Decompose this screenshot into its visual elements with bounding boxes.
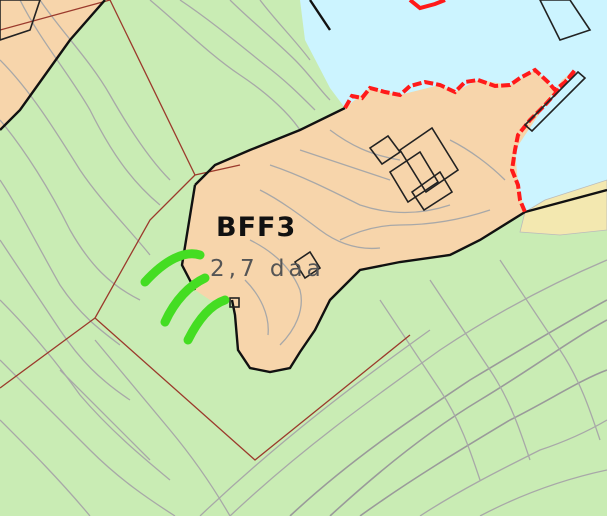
green-markers	[140, 249, 230, 345]
zone-area	[182, 70, 575, 372]
buildings	[0, 0, 592, 308]
zone-boundary	[0, 0, 607, 374]
water-area	[300, 0, 607, 212]
shoreline	[343, 67, 577, 213]
property-lines	[0, 0, 411, 461]
beach-hatch	[519, 179, 607, 236]
shoreline-top	[408, 0, 446, 11]
pier	[523, 70, 587, 133]
zone-strip-topleft	[0, 0, 105, 130]
zone-code-label: BFF3	[216, 212, 297, 243]
zone-area-label: 2,7 daa	[210, 256, 325, 282]
